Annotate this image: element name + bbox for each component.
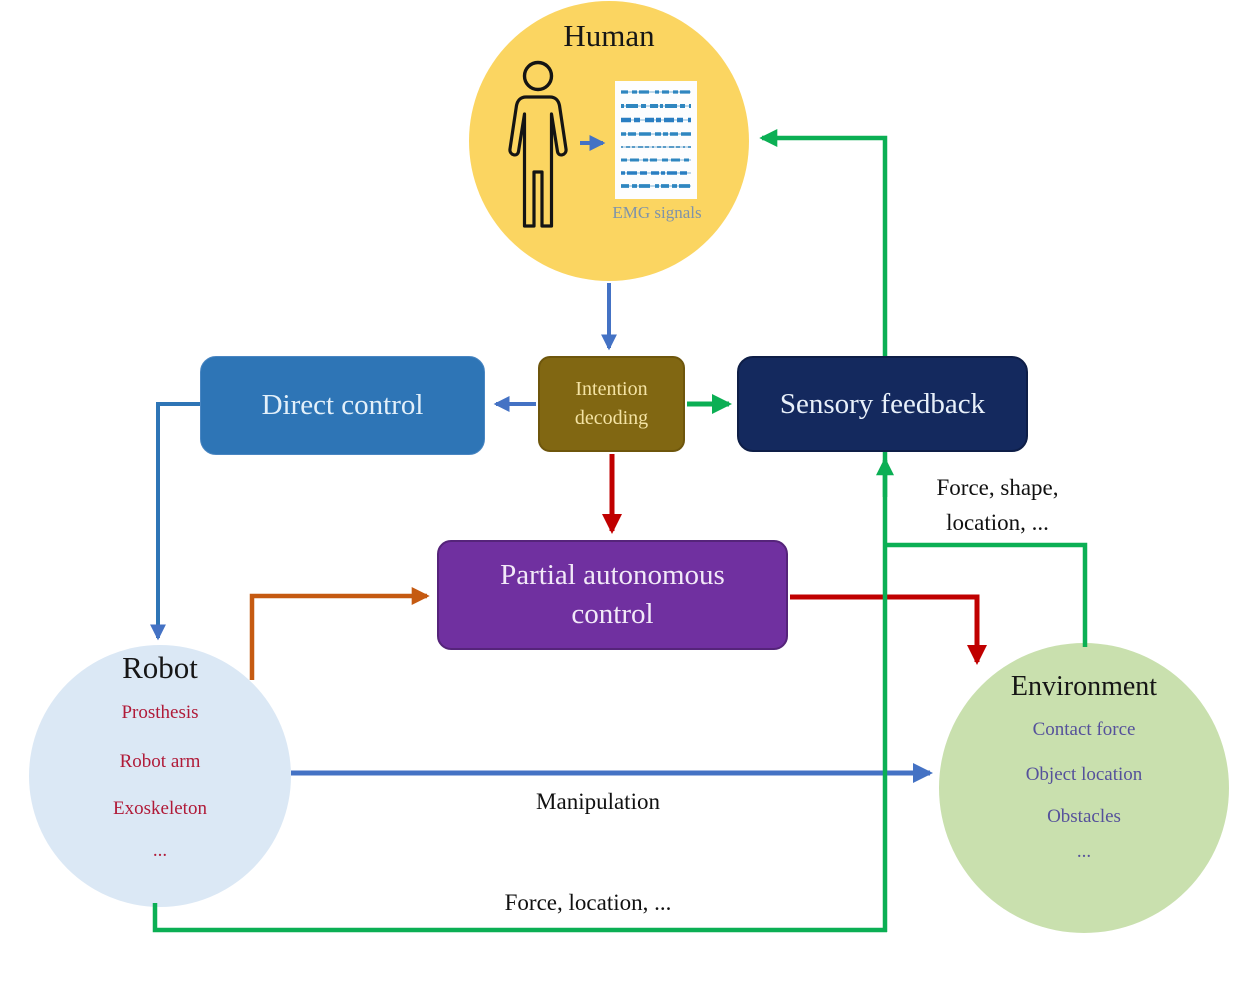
sensory-feedback-box: Sensory feedback: [737, 356, 1028, 452]
edge-robot-to-feedback-junction: [152, 903, 887, 933]
sensory-input-label-line2: location, ...: [946, 510, 1049, 535]
intention-decoding-box: Intention decoding: [538, 356, 685, 452]
direct-control-box: Direct control: [200, 356, 485, 455]
robot-item-prosthesis: Prosthesis: [121, 702, 199, 723]
partial-autonomous-control-label: Partial autonomous control: [500, 558, 725, 630]
environment-label: Environment: [1010, 671, 1158, 702]
robot-label: Robot: [122, 650, 198, 685]
intention-decoding-label: Intention decoding: [574, 378, 649, 429]
edge-direct-control-to-robot: [150, 402, 200, 641]
human-circle: [469, 1, 749, 281]
environment-item-obstacles: Obstacles: [1047, 806, 1121, 827]
sensory-feedback-label: Sensory feedback: [779, 387, 986, 420]
manipulation-label: Manipulation: [536, 789, 660, 814]
edge-feedback-to-human: [759, 129, 888, 932]
human-label: Human: [563, 18, 655, 53]
robot-item-exoskeleton: Exoskeleton: [113, 798, 207, 819]
environment-item-ellipsis: ...: [1076, 841, 1092, 862]
sensory-input-label: Force, shape, location, ...: [880, 470, 1115, 540]
emg-signal-image: [615, 81, 697, 199]
direct-control-label: Direct control: [261, 389, 424, 421]
robot-feedback-label: Force, location, ...: [504, 890, 672, 915]
robot-item-ellipsis: ...: [152, 840, 168, 861]
edge-robot-to-partial-control: [249, 587, 430, 680]
environment-item-object-location: Object location: [1025, 764, 1143, 785]
emg-signals-caption: EMG signals: [612, 203, 702, 222]
person-icon: [508, 60, 568, 228]
robot-item-robot-arm: Robot arm: [119, 751, 201, 772]
sensory-input-label-line1: Force, shape,: [936, 475, 1059, 500]
environment-circle: [939, 643, 1229, 933]
robot-circle: [29, 645, 291, 907]
environment-item-contact-force: Contact force: [1032, 719, 1136, 740]
edge-partial-control-to-environment: [790, 594, 987, 665]
partial-autonomous-control-box: Partial autonomous control: [437, 540, 788, 650]
edge-environment-to-feedback-junction: [885, 542, 1088, 647]
